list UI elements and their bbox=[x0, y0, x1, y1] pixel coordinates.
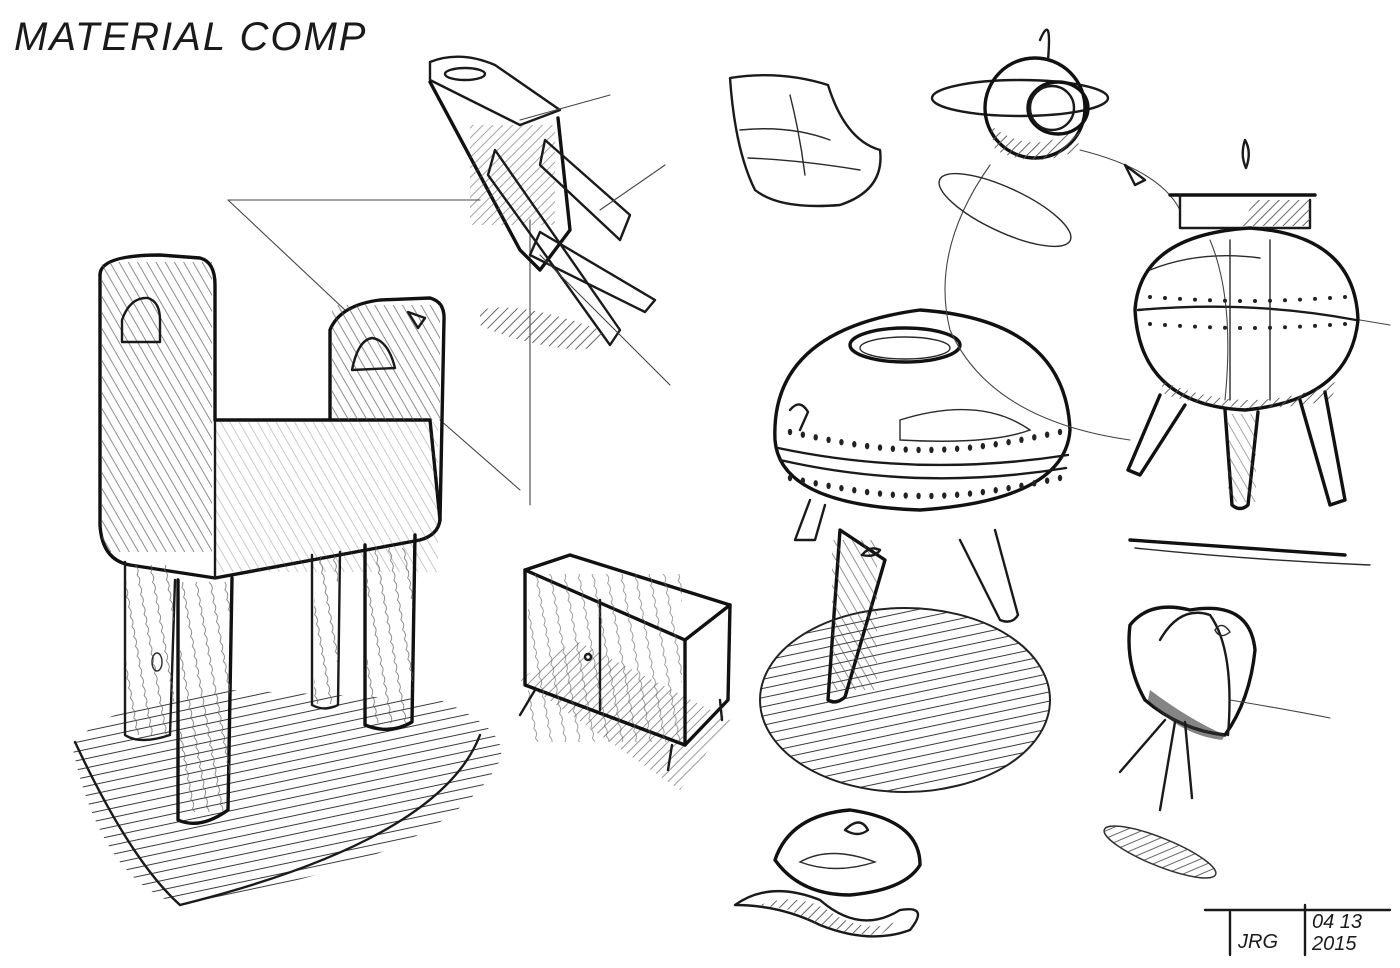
signature-stamp: JRG 04 13 2015 bbox=[1203, 903, 1392, 957]
box-chair-sketch bbox=[72, 199, 531, 907]
rivet-dot bbox=[1253, 298, 1257, 303]
rivet-dot bbox=[787, 474, 793, 482]
rivet-dot bbox=[1208, 325, 1212, 330]
organic-stool-sketch bbox=[733, 808, 922, 938]
rivet-dot bbox=[1148, 322, 1152, 326]
rivet-dot bbox=[813, 434, 818, 441]
rivet-dot bbox=[1019, 482, 1024, 490]
rivet-dot bbox=[864, 488, 870, 496]
rivet-dot bbox=[1298, 297, 1302, 302]
rivet-dot bbox=[1032, 480, 1037, 487]
rivet-dot bbox=[1006, 484, 1011, 492]
rivet-dot bbox=[852, 441, 857, 448]
spherical-stool-sketch bbox=[759, 308, 1072, 793]
rivet-dot bbox=[1328, 295, 1332, 300]
rivet-dot bbox=[967, 490, 973, 497]
rivet-dot bbox=[954, 491, 960, 498]
rivet-dot bbox=[954, 445, 960, 452]
rivet-dot bbox=[1032, 434, 1037, 441]
rivet-dot bbox=[826, 482, 831, 490]
rivet-dot bbox=[800, 477, 806, 484]
rivet-dot bbox=[1057, 474, 1063, 482]
rivet-dot bbox=[1238, 298, 1242, 303]
rivet-dot bbox=[1253, 325, 1257, 330]
rivet-dot bbox=[1343, 295, 1347, 299]
rivet-dot bbox=[890, 445, 896, 452]
rivet-dot bbox=[980, 488, 986, 496]
sheet-title: MATERIAL COMP bbox=[14, 15, 367, 59]
rivet-dot bbox=[1283, 298, 1287, 303]
rivet-dot bbox=[942, 446, 947, 453]
rivet-dot bbox=[916, 492, 921, 500]
rivet-dot bbox=[1019, 436, 1024, 444]
rivet-dot bbox=[826, 436, 831, 444]
rivet-dot bbox=[852, 487, 857, 494]
rivet-dot bbox=[877, 490, 883, 497]
rivet-dot bbox=[903, 492, 908, 499]
rivet-dot bbox=[1343, 322, 1347, 326]
rivet-dot bbox=[1238, 325, 1242, 330]
rivet-dot bbox=[1283, 325, 1287, 330]
rivet-dot bbox=[1057, 428, 1063, 436]
rivet-dot bbox=[1298, 324, 1302, 329]
rivet-dot bbox=[839, 484, 844, 492]
rivet-dot bbox=[993, 441, 998, 448]
rivet-dot bbox=[1313, 323, 1317, 328]
rivet-dot bbox=[890, 491, 896, 498]
signature-initials: JRG bbox=[1237, 931, 1278, 953]
rivet-dot bbox=[929, 446, 934, 454]
rivet-dot bbox=[787, 428, 793, 436]
rivet-dot bbox=[1268, 298, 1272, 303]
rivet-dot bbox=[916, 446, 921, 454]
sphere-detail-sketch bbox=[930, 28, 1181, 441]
rivet-dot bbox=[800, 431, 806, 438]
rivet-dot bbox=[1328, 322, 1332, 327]
rivet-dot bbox=[1208, 298, 1212, 303]
rivet-dot bbox=[980, 442, 986, 450]
rivet-dot bbox=[967, 444, 973, 451]
rivet-dot bbox=[1163, 295, 1167, 300]
rivet-dot bbox=[839, 438, 844, 446]
rivet-dot bbox=[1044, 431, 1050, 438]
rivet-dot bbox=[864, 442, 870, 450]
rivet-dot bbox=[1163, 322, 1167, 327]
rivet-dot bbox=[1193, 297, 1197, 302]
signature-date-line2: 2015 bbox=[1311, 933, 1357, 955]
rivet-dot bbox=[1044, 477, 1050, 484]
rivet-dot bbox=[877, 444, 883, 451]
rivet-dot bbox=[993, 487, 998, 494]
rivet-dot bbox=[1313, 296, 1317, 301]
rivet-dot bbox=[1268, 325, 1272, 330]
rivet-dot bbox=[942, 492, 947, 499]
ribbon-chair-sketch bbox=[1103, 605, 1331, 879]
rivet-dot bbox=[1178, 296, 1182, 301]
rivet-dot bbox=[1006, 438, 1011, 446]
media-cabinet-sketch bbox=[518, 553, 732, 790]
signature-date-line1: 04 13 bbox=[1312, 911, 1362, 933]
rivet-dot bbox=[929, 492, 934, 500]
rivet-dot bbox=[1148, 295, 1152, 299]
rivet-dot bbox=[1223, 298, 1227, 303]
rivet-dot bbox=[813, 480, 818, 487]
shell-seat-sketch bbox=[728, 74, 882, 208]
rivet-dot bbox=[1223, 325, 1227, 330]
chair-leg-detail-sketch bbox=[428, 55, 671, 386]
rivet-dot bbox=[1193, 324, 1197, 329]
rivet-dot bbox=[1178, 323, 1182, 328]
rivet-dot bbox=[903, 446, 908, 453]
spherical-side-table-sketch bbox=[1126, 138, 1391, 566]
